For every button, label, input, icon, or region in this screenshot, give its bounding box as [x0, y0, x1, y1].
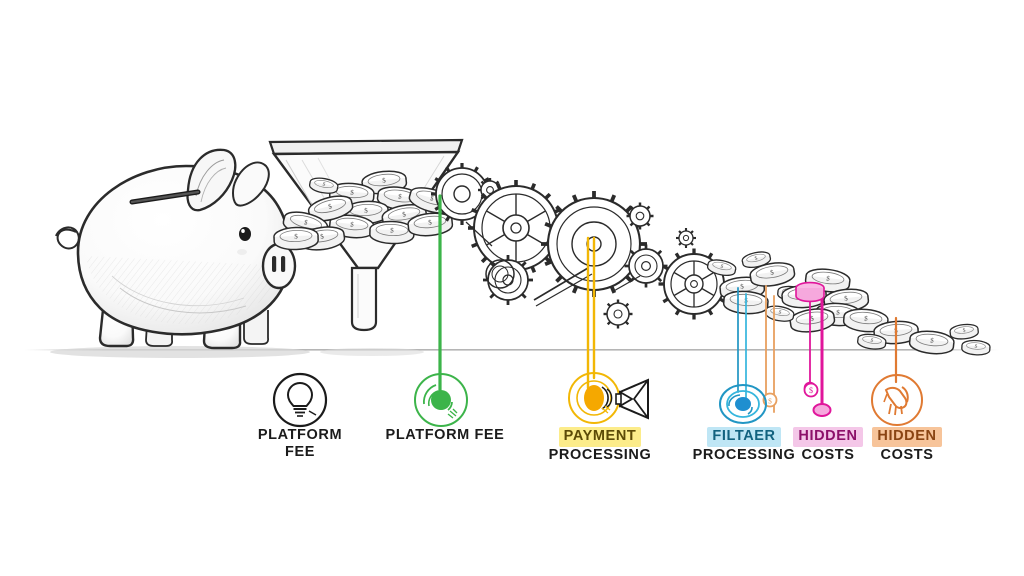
- label-line-1: HIDDEN: [793, 427, 863, 448]
- magenta-coin-highlight: [795, 281, 825, 303]
- callout-icon-filtaer-processing[interactable]: [718, 378, 770, 426]
- label-line-1: PAYMENT: [558, 427, 642, 448]
- label-line-1: FILTAER: [707, 427, 781, 448]
- callout-icon-platform-fee-target[interactable]: [412, 371, 470, 429]
- label-line-1: HIDDEN: [872, 427, 942, 448]
- target-dot-icon: [719, 384, 767, 424]
- callout-icon-platform-fee-bulb[interactable]: [271, 371, 329, 429]
- funnel-with-coins: [268, 138, 475, 332]
- label-line-1: PLATFORM FEE: [385, 427, 505, 443]
- callout-label-filtaer-processing: FILTAER PROCESSING: [687, 427, 801, 464]
- ground-line: [24, 346, 1000, 358]
- small-coin-icon: [803, 382, 819, 398]
- callout-icon-payment-processing[interactable]: [562, 368, 658, 430]
- label-line-2: PROCESSING: [692, 447, 796, 464]
- callout-icon-hidden-costs-orange[interactable]: [869, 372, 925, 428]
- callout-label-hidden-costs-orange: HIDDEN COSTS: [869, 427, 945, 464]
- label-line-2: FEE: [285, 444, 315, 461]
- gear-chain: [431, 163, 730, 329]
- magenta-coin-bead-2: [812, 403, 832, 417]
- label-line-2: PROCESSING: [548, 447, 652, 464]
- callout-label-payment-processing: PAYMENT PROCESSING: [538, 427, 662, 464]
- label-line-2: COSTS: [801, 447, 855, 464]
- coin-cascade: [705, 249, 991, 357]
- svg-text:$: $: [809, 386, 813, 395]
- callout-label-platform-fee-target: PLATFORM FEE: [381, 427, 509, 444]
- callout-label-hidden-costs-pink: HIDDEN COSTS: [790, 427, 866, 464]
- hand-pour-icon: [871, 374, 923, 426]
- target-dot-icon: [414, 373, 468, 427]
- callout-icon-hidden-costs-pink[interactable]: $: [802, 381, 820, 399]
- label-line-2: COSTS: [880, 447, 934, 464]
- connector-lines-group: [438, 194, 898, 414]
- piggy-bank: [55, 148, 297, 350]
- callout-label-platform-fee-bulb: PLATFORM FEE: [240, 427, 360, 461]
- label-line-1: PLATFORM: [257, 427, 343, 443]
- svg-text:$: $: [768, 397, 772, 406]
